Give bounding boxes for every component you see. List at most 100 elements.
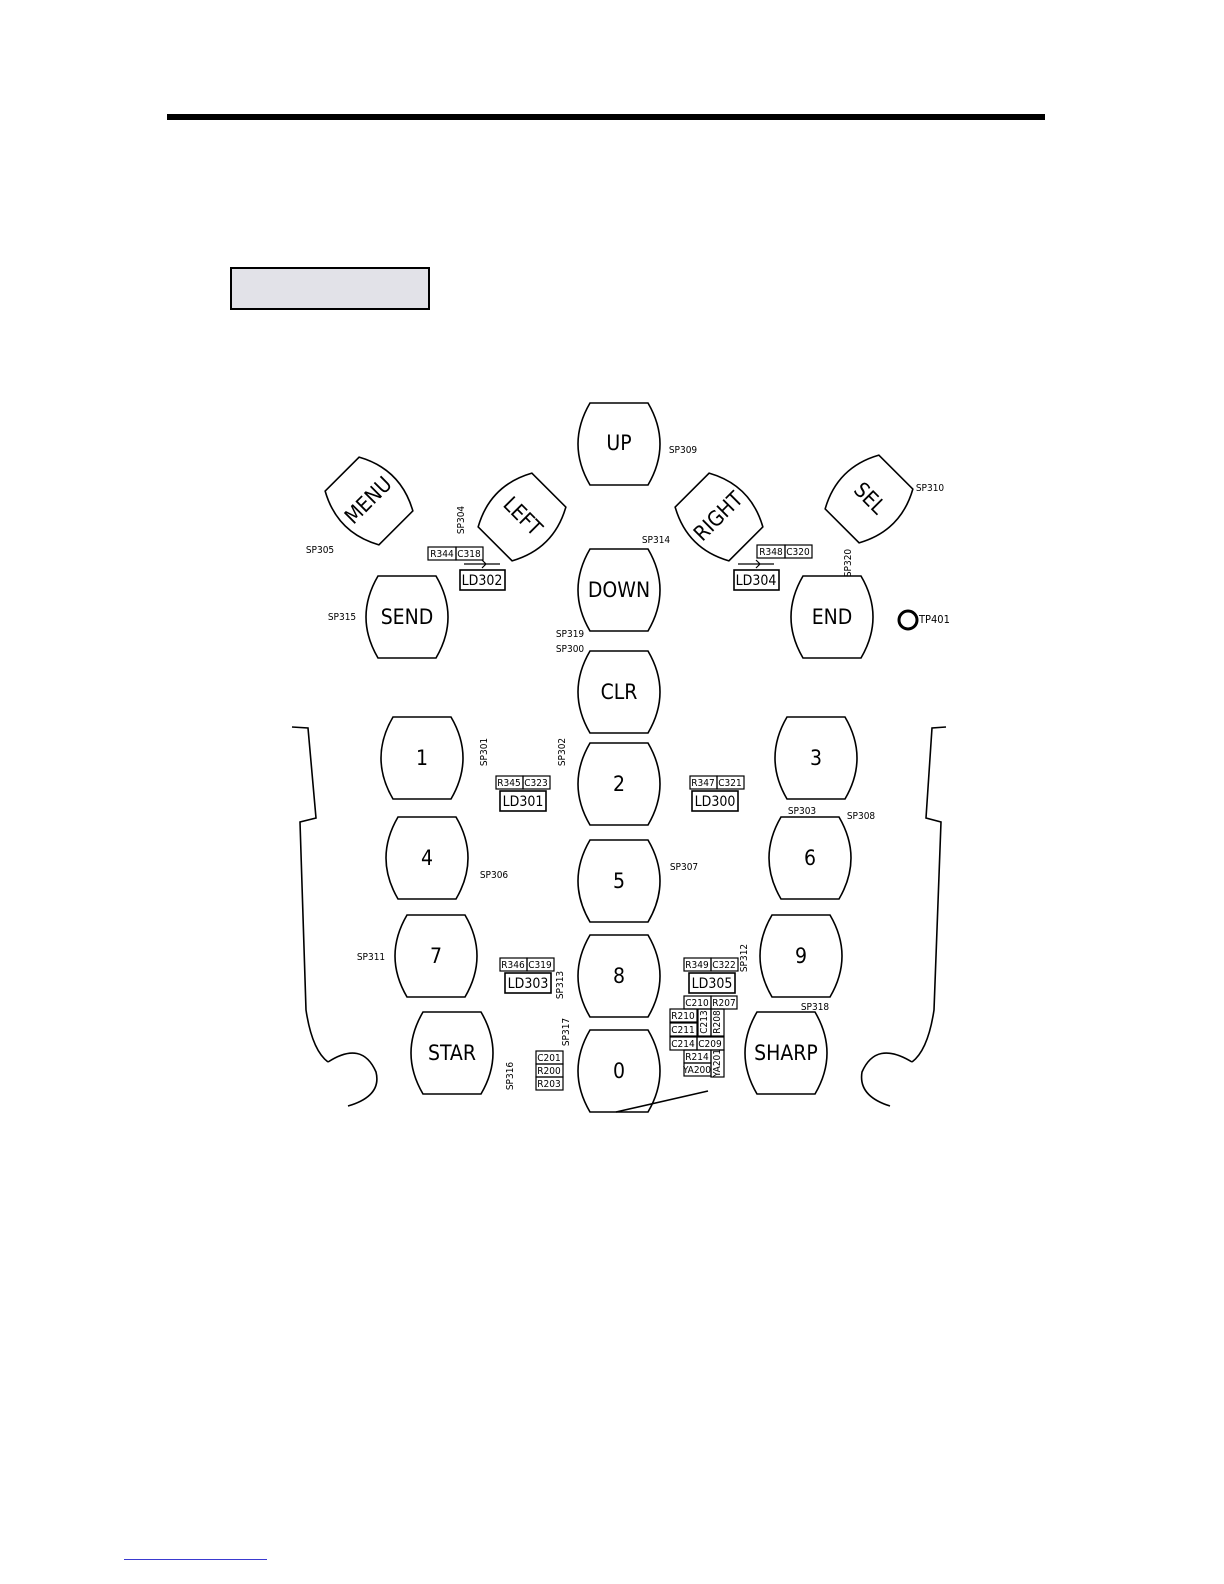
key-right[interactable] <box>668 466 771 569</box>
comp-c213: C213 <box>699 1010 710 1033</box>
comp-r208: R208 <box>712 1010 723 1034</box>
comp-c209: C209 <box>698 1039 722 1050</box>
key-end[interactable] <box>790 575 874 659</box>
section-title-box <box>230 267 430 310</box>
led-ld301-label: LD301 <box>503 794 544 810</box>
key-4[interactable] <box>385 816 469 900</box>
comp-r345: R345 <box>497 778 520 789</box>
comp-r210: R210 <box>671 1011 695 1022</box>
led-ld303-label: LD303 <box>508 976 549 992</box>
comp-sp318: SP318 <box>801 1002 830 1013</box>
key-9[interactable] <box>759 914 843 998</box>
key-clr-label: CLR <box>601 680 638 704</box>
comp-r347: R347 <box>691 778 714 789</box>
comp-sp304: SP304 <box>456 506 467 535</box>
comp-sp316: SP316 <box>505 1062 516 1091</box>
key-send-label: SEND <box>381 605 434 629</box>
comp-ya201: YA201 <box>712 1049 723 1078</box>
comp-r349: R349 <box>685 960 709 971</box>
key-8[interactable] <box>577 934 661 1018</box>
comp-sp302: SP302 <box>557 738 568 766</box>
comp-sp315: SP315 <box>328 612 356 623</box>
key-3-label: 3 <box>810 746 822 770</box>
key-right-label: RIGHT <box>689 487 748 546</box>
key-0-label: 0 <box>613 1059 625 1083</box>
testpoint-circle <box>897 609 919 631</box>
key-down-label: DOWN <box>588 578 650 602</box>
comp-sp310: SP310 <box>916 483 945 494</box>
board-outline <box>291 726 947 1113</box>
comp-c322: C322 <box>712 960 735 971</box>
key-8-label: 8 <box>613 964 625 988</box>
key-1-label: 1 <box>416 746 428 770</box>
key-up-label: UP <box>606 431 631 455</box>
comp-c320: C320 <box>786 547 810 558</box>
led-ld304-label: LD304 <box>736 573 777 589</box>
key-5-label: 5 <box>613 869 625 893</box>
led-box-ld305 <box>688 972 736 994</box>
key-9-label: 9 <box>795 944 807 968</box>
key-6[interactable] <box>768 816 852 900</box>
key-4-label: 4 <box>421 846 433 870</box>
led-box-ld303 <box>504 972 552 994</box>
comp-r203: R203 <box>537 1079 560 1090</box>
footer-link-line <box>124 1559 267 1560</box>
key-up[interactable] <box>577 402 661 486</box>
comp-sp312: SP312 <box>739 944 750 972</box>
key-menu-label: MENU <box>340 472 397 529</box>
comp-sp305: SP305 <box>306 545 334 556</box>
key-0[interactable] <box>577 1029 661 1113</box>
comp-c210: C210 <box>685 998 709 1009</box>
comp-c318: C318 <box>457 549 481 560</box>
key-2[interactable] <box>577 742 661 826</box>
key-7-label: 7 <box>430 944 442 968</box>
top-rule <box>167 114 1045 120</box>
comp-r207: R207 <box>712 998 735 1009</box>
comp-c323: C323 <box>524 778 547 789</box>
key-sharp[interactable] <box>744 1011 828 1095</box>
key-1[interactable] <box>380 716 464 800</box>
comp-r200: R200 <box>537 1066 561 1077</box>
led-ld302-label: LD302 <box>462 573 503 589</box>
comp-sp317: SP317 <box>561 1018 572 1046</box>
comp-c214: C214 <box>671 1039 695 1050</box>
key-clr[interactable] <box>577 650 661 734</box>
key-7[interactable] <box>394 914 478 998</box>
comp-sp319: SP319 <box>556 629 585 640</box>
comp-sp307: SP307 <box>670 862 698 873</box>
led-box-ld300 <box>691 790 739 812</box>
key-down[interactable] <box>577 548 661 632</box>
comp-sp311: SP311 <box>357 952 385 963</box>
key-sel[interactable] <box>818 448 921 551</box>
comp-r344: R344 <box>430 549 454 560</box>
comp-c321: C321 <box>718 778 741 789</box>
key-menu[interactable] <box>318 450 421 553</box>
led-box-ld301 <box>499 790 547 812</box>
comp-sp303: SP303 <box>788 806 816 817</box>
comp-r214: R214 <box>685 1052 709 1063</box>
comp-c319: C319 <box>528 960 552 971</box>
key-3[interactable] <box>774 716 858 800</box>
comp-sp308: SP308 <box>847 811 876 822</box>
comp-sp306: SP306 <box>480 870 509 881</box>
comp-sp301: SP301 <box>479 738 490 766</box>
led-box-ld304 <box>733 569 780 591</box>
key-send[interactable] <box>365 575 449 659</box>
comp-r346: R346 <box>501 960 525 971</box>
comp-c211: C211 <box>671 1025 694 1036</box>
testpoint-label: TP401 <box>918 613 950 626</box>
key-6-label: 6 <box>804 846 816 870</box>
comp-sp320: SP320 <box>843 549 854 578</box>
comp-sp300: SP300 <box>556 644 585 655</box>
comp-ya200: YA200 <box>682 1065 711 1076</box>
key-left[interactable] <box>471 466 574 569</box>
key-5[interactable] <box>577 839 661 923</box>
key-sel-label: SEL <box>849 478 891 520</box>
key-star[interactable] <box>410 1011 494 1095</box>
key-star-label: STAR <box>428 1041 476 1065</box>
key-end-label: END <box>812 605 853 629</box>
led-ld305-label: LD305 <box>692 976 733 992</box>
key-left-label: LEFT <box>498 492 547 541</box>
led-box-ld302 <box>459 569 506 591</box>
